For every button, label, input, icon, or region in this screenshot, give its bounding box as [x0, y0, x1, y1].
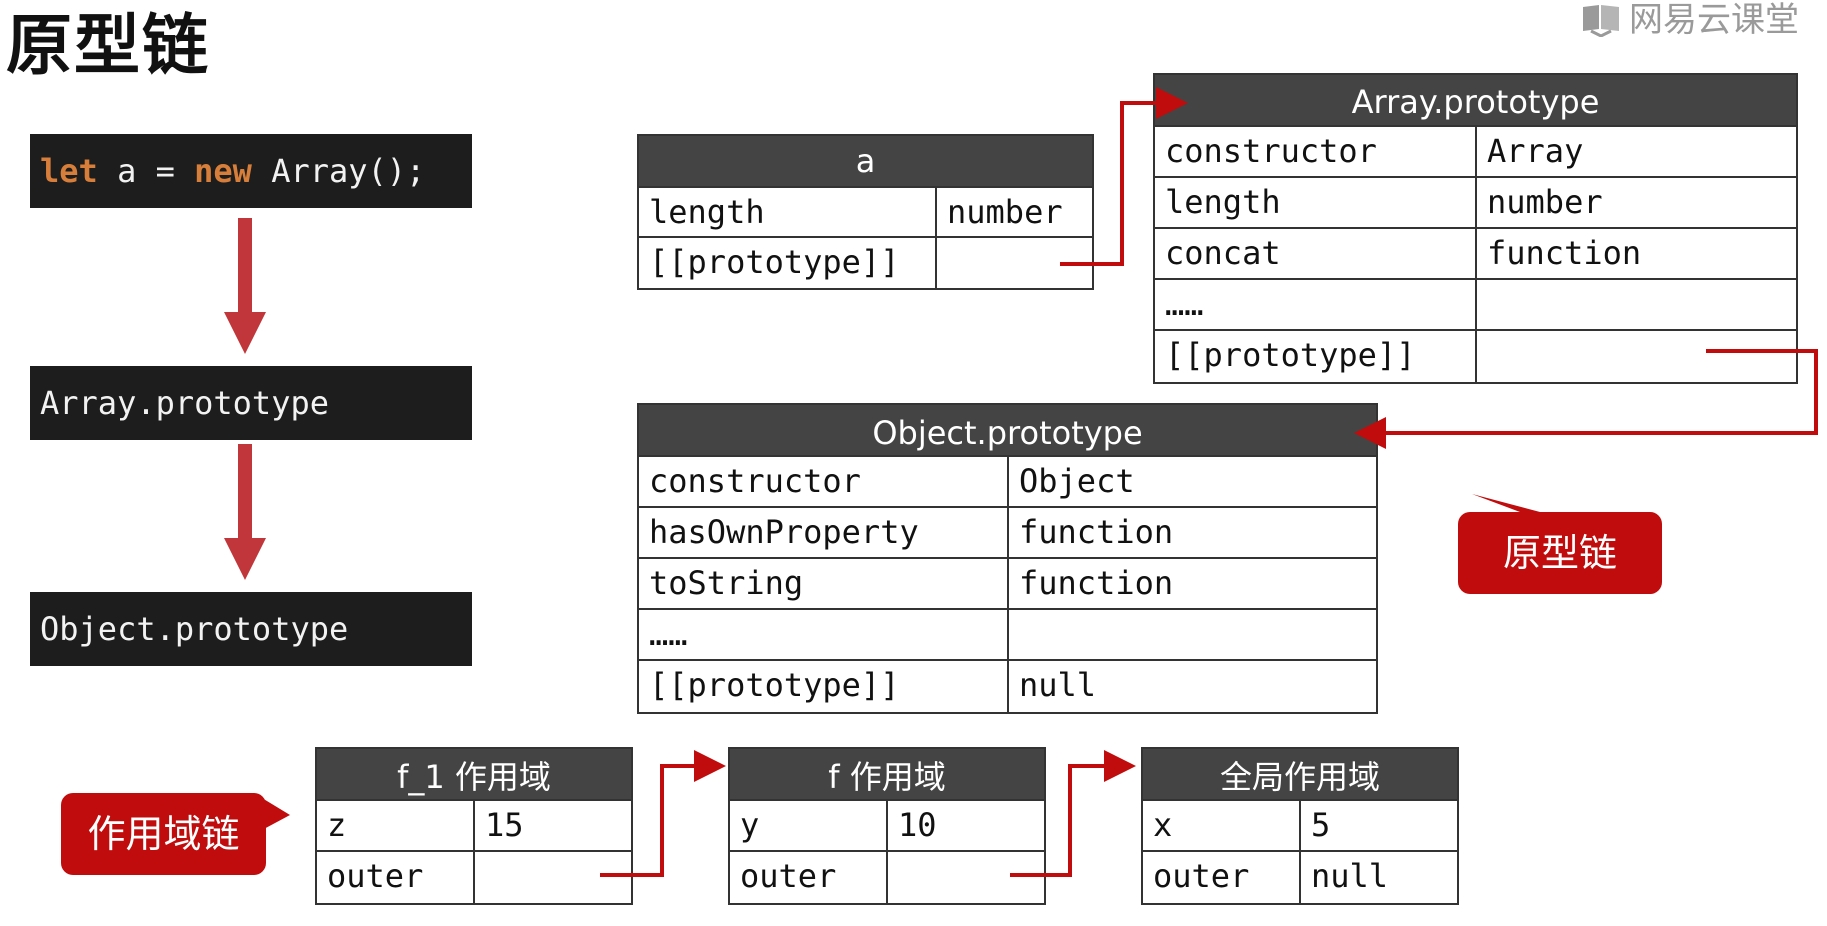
table-value-cell: [1477, 280, 1487, 329]
table-header: f 作用域: [730, 749, 1044, 801]
table-value-cell: [937, 238, 947, 288]
page-title: 原型链: [6, 7, 210, 84]
table-key-cell: length: [1155, 178, 1477, 227]
table-key-cell: outer: [730, 852, 888, 903]
table-value-cell: Object: [1019, 462, 1135, 500]
table-key-cell: y: [730, 801, 888, 850]
table-header: 全局作用域: [1143, 749, 1457, 801]
table-row: hasOwnProperty function: [639, 508, 1376, 559]
callout-tail: [1472, 494, 1540, 512]
table-row: [[prototype]] null: [639, 661, 1376, 712]
brand: 网易云课堂: [1581, 0, 1799, 40]
table-key-cell: outer: [317, 852, 475, 903]
book-logo-icon: [1583, 5, 1619, 37]
table-row: length number: [1155, 178, 1796, 229]
table-f1-scope: f_1 作用域 z 15 outer: [315, 747, 633, 905]
table-key-cell: constructor: [1155, 127, 1477, 176]
table-row: [[prototype]]: [639, 238, 1092, 288]
table-value-cell: function: [1019, 513, 1174, 551]
table-value-cell: [475, 852, 485, 903]
table-key-cell: hasOwnProperty: [639, 508, 1009, 557]
table-array-prototype: Array.prototype constructor Array length…: [1153, 73, 1798, 384]
table-key-cell: x: [1143, 801, 1301, 850]
table-row: y 10: [730, 801, 1044, 852]
table-header: f_1 作用域: [317, 749, 631, 801]
table-value-cell: [1477, 331, 1487, 382]
keyword-let: let: [40, 152, 98, 190]
code-statement: let a = new Array();: [30, 134, 472, 208]
table-value-cell: [1009, 610, 1019, 659]
table-value-cell: Array: [1487, 132, 1584, 170]
table-key-cell: ……: [639, 610, 1009, 659]
code-fragment: a =: [97, 152, 195, 190]
callout-tail: [262, 798, 290, 830]
table-value-cell: 15: [485, 806, 524, 844]
keyword-new: new: [194, 152, 252, 190]
table-key-cell: [[prototype]]: [1155, 331, 1477, 382]
code-array-prototype: Array.prototype: [30, 366, 472, 440]
table-value-cell: null: [1311, 857, 1389, 895]
code-fragment-rest: Array();: [251, 152, 426, 190]
table-value-cell: function: [1019, 564, 1174, 602]
table-key-cell: length: [639, 188, 937, 236]
down-arrow-icon: [224, 444, 266, 580]
table-value-cell: function: [1487, 234, 1642, 272]
table-row: outer null: [1143, 852, 1457, 903]
table-row: x 5: [1143, 801, 1457, 852]
down-arrow-icon: [224, 218, 266, 354]
table-row: outer: [730, 852, 1044, 903]
table-value-cell: [888, 852, 898, 903]
table-row: [[prototype]]: [1155, 331, 1796, 382]
table-header: Array.prototype: [1155, 75, 1796, 127]
table-value-cell: number: [947, 193, 1063, 231]
table-object-prototype: Object.prototype constructor Object hasO…: [637, 403, 1378, 714]
table-value-cell: 5: [1311, 806, 1331, 844]
table-row: outer: [317, 852, 631, 903]
table-key-cell: z: [317, 801, 475, 850]
table-key-cell: ……: [1155, 280, 1477, 329]
table-row: z 15: [317, 801, 631, 852]
callout-prototype-chain: 原型链: [1458, 512, 1662, 594]
table-row: constructor Array: [1155, 127, 1796, 178]
table-row: concat function: [1155, 229, 1796, 280]
table-header: Object.prototype: [639, 405, 1376, 457]
brand-name: 网易云课堂: [1629, 0, 1799, 40]
table-row: ……: [639, 610, 1376, 661]
table-f-scope: f 作用域 y 10 outer: [728, 747, 1046, 905]
table-key-cell: [[prototype]]: [639, 661, 1009, 712]
table-key-cell: constructor: [639, 457, 1009, 506]
table-a: a length number [[prototype]]: [637, 134, 1094, 290]
table-header: a: [639, 136, 1092, 188]
code-object-prototype: Object.prototype: [30, 592, 472, 666]
table-row: toString function: [639, 559, 1376, 610]
table-global-scope: 全局作用域 x 5 outer null: [1141, 747, 1459, 905]
table-key-cell: toString: [639, 559, 1009, 608]
table-row: length number: [639, 188, 1092, 238]
table-key-cell: [[prototype]]: [639, 238, 937, 288]
table-key-cell: concat: [1155, 229, 1477, 278]
table-row: constructor Object: [639, 457, 1376, 508]
callout-scope-chain: 作用域链: [61, 793, 266, 875]
table-value-cell: 10: [898, 806, 937, 844]
table-value-cell: null: [1019, 666, 1097, 704]
table-row: ……: [1155, 280, 1796, 331]
table-key-cell: outer: [1143, 852, 1301, 903]
table-value-cell: number: [1487, 183, 1603, 221]
